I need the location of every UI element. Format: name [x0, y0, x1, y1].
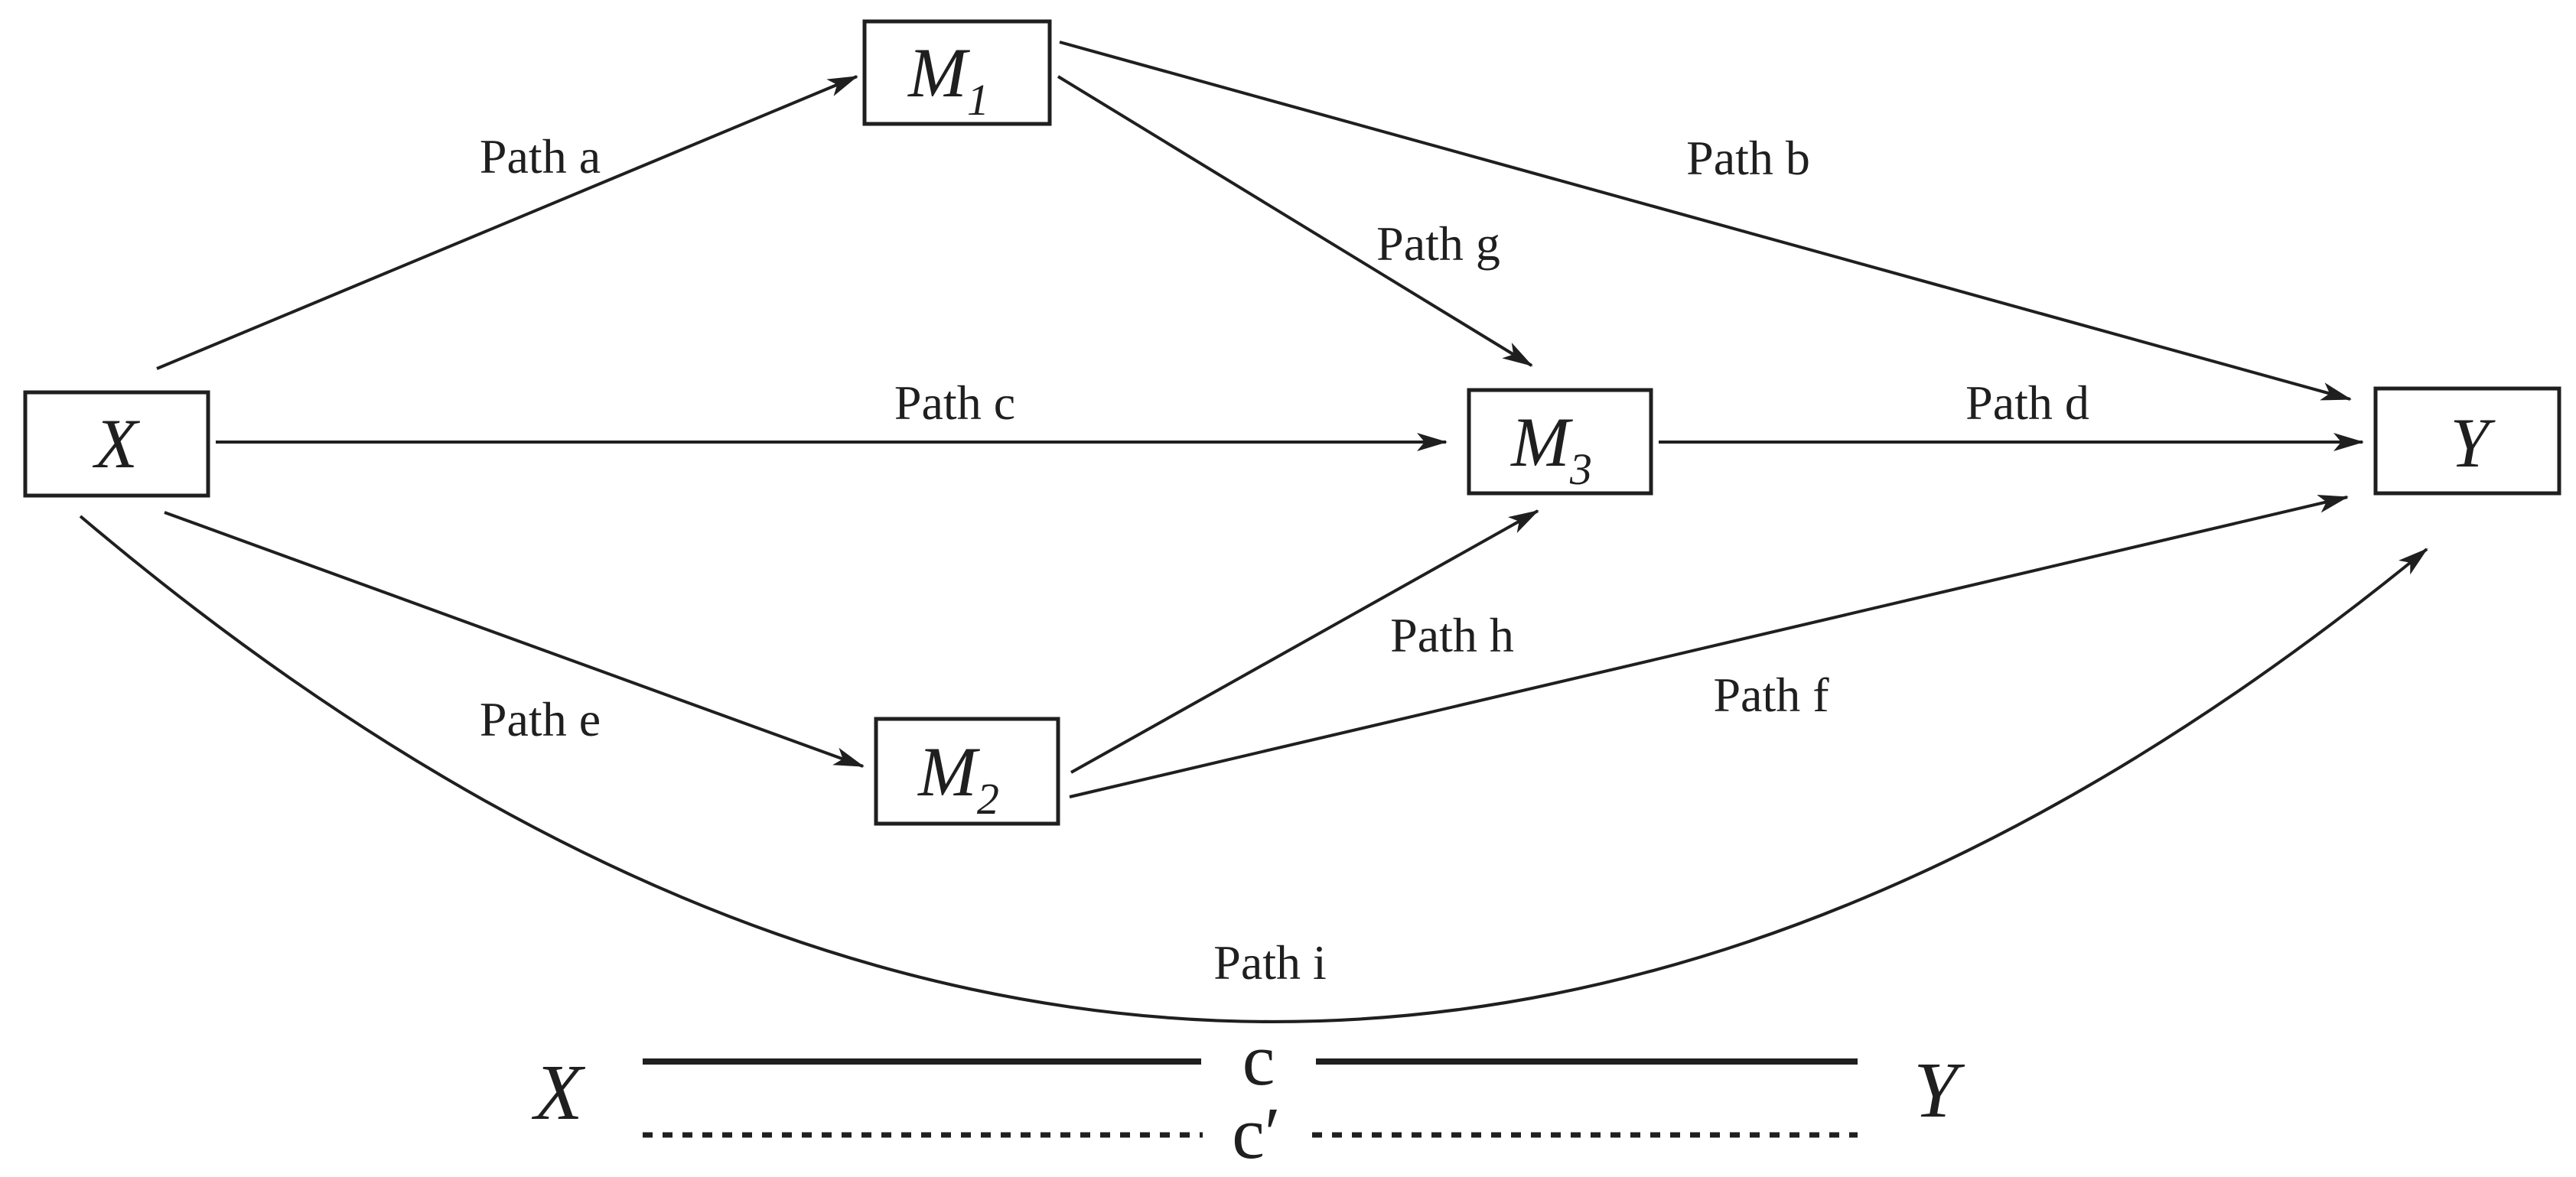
label-path-h: Path h — [1390, 608, 1514, 662]
node-x: X — [23, 390, 210, 498]
legend-y-label: Y — [1913, 1046, 1965, 1134]
node-m2: M2 — [874, 717, 1060, 826]
arrow-path-h-m2-to-m3 — [1070, 509, 1539, 774]
legend-total-direct-effect: X c c′ Y — [531, 1019, 1965, 1174]
legend-c-prime-label: c′ — [1232, 1092, 1281, 1174]
node-y: Y — [2373, 386, 2561, 496]
node-y-label: Y — [2450, 404, 2496, 482]
label-path-c: Path c — [894, 376, 1015, 430]
legend-c-label: c — [1242, 1019, 1275, 1101]
label-path-b: Path b — [1686, 131, 1810, 185]
node-m3-box — [1467, 388, 1653, 496]
node-m2-label: M2 — [917, 733, 999, 824]
arrow-path-i-x-to-y-curve — [79, 515, 2428, 1023]
label-path-g: Path g — [1376, 216, 1500, 271]
node-m1-label: M1 — [907, 34, 989, 125]
node-m1-box — [862, 19, 1052, 126]
label-path-i: Path i — [1213, 935, 1327, 990]
label-path-f: Path f — [1713, 668, 1829, 722]
node-m2-box — [874, 717, 1060, 826]
label-path-d: Path d — [1965, 376, 2089, 430]
node-x-box — [23, 390, 210, 498]
arrow-path-f-m2-to-y — [1069, 495, 2349, 798]
node-m3: M3 — [1467, 388, 1653, 496]
arrow-path-g-m1-to-m3 — [1057, 75, 1533, 367]
arrow-path-a-x-to-m1 — [156, 75, 858, 370]
node-x-label: X — [92, 405, 141, 483]
arrow-path-b-m1-to-y — [1059, 41, 2352, 401]
legend-x-label: X — [531, 1049, 585, 1136]
arrow-path-e-x-to-m2 — [164, 511, 865, 768]
label-path-a: Path a — [480, 129, 601, 184]
label-path-e: Path e — [480, 692, 601, 746]
node-y-box — [2373, 386, 2561, 496]
node-m1: M1 — [862, 19, 1052, 126]
node-m3-label: M3 — [1509, 403, 1592, 494]
